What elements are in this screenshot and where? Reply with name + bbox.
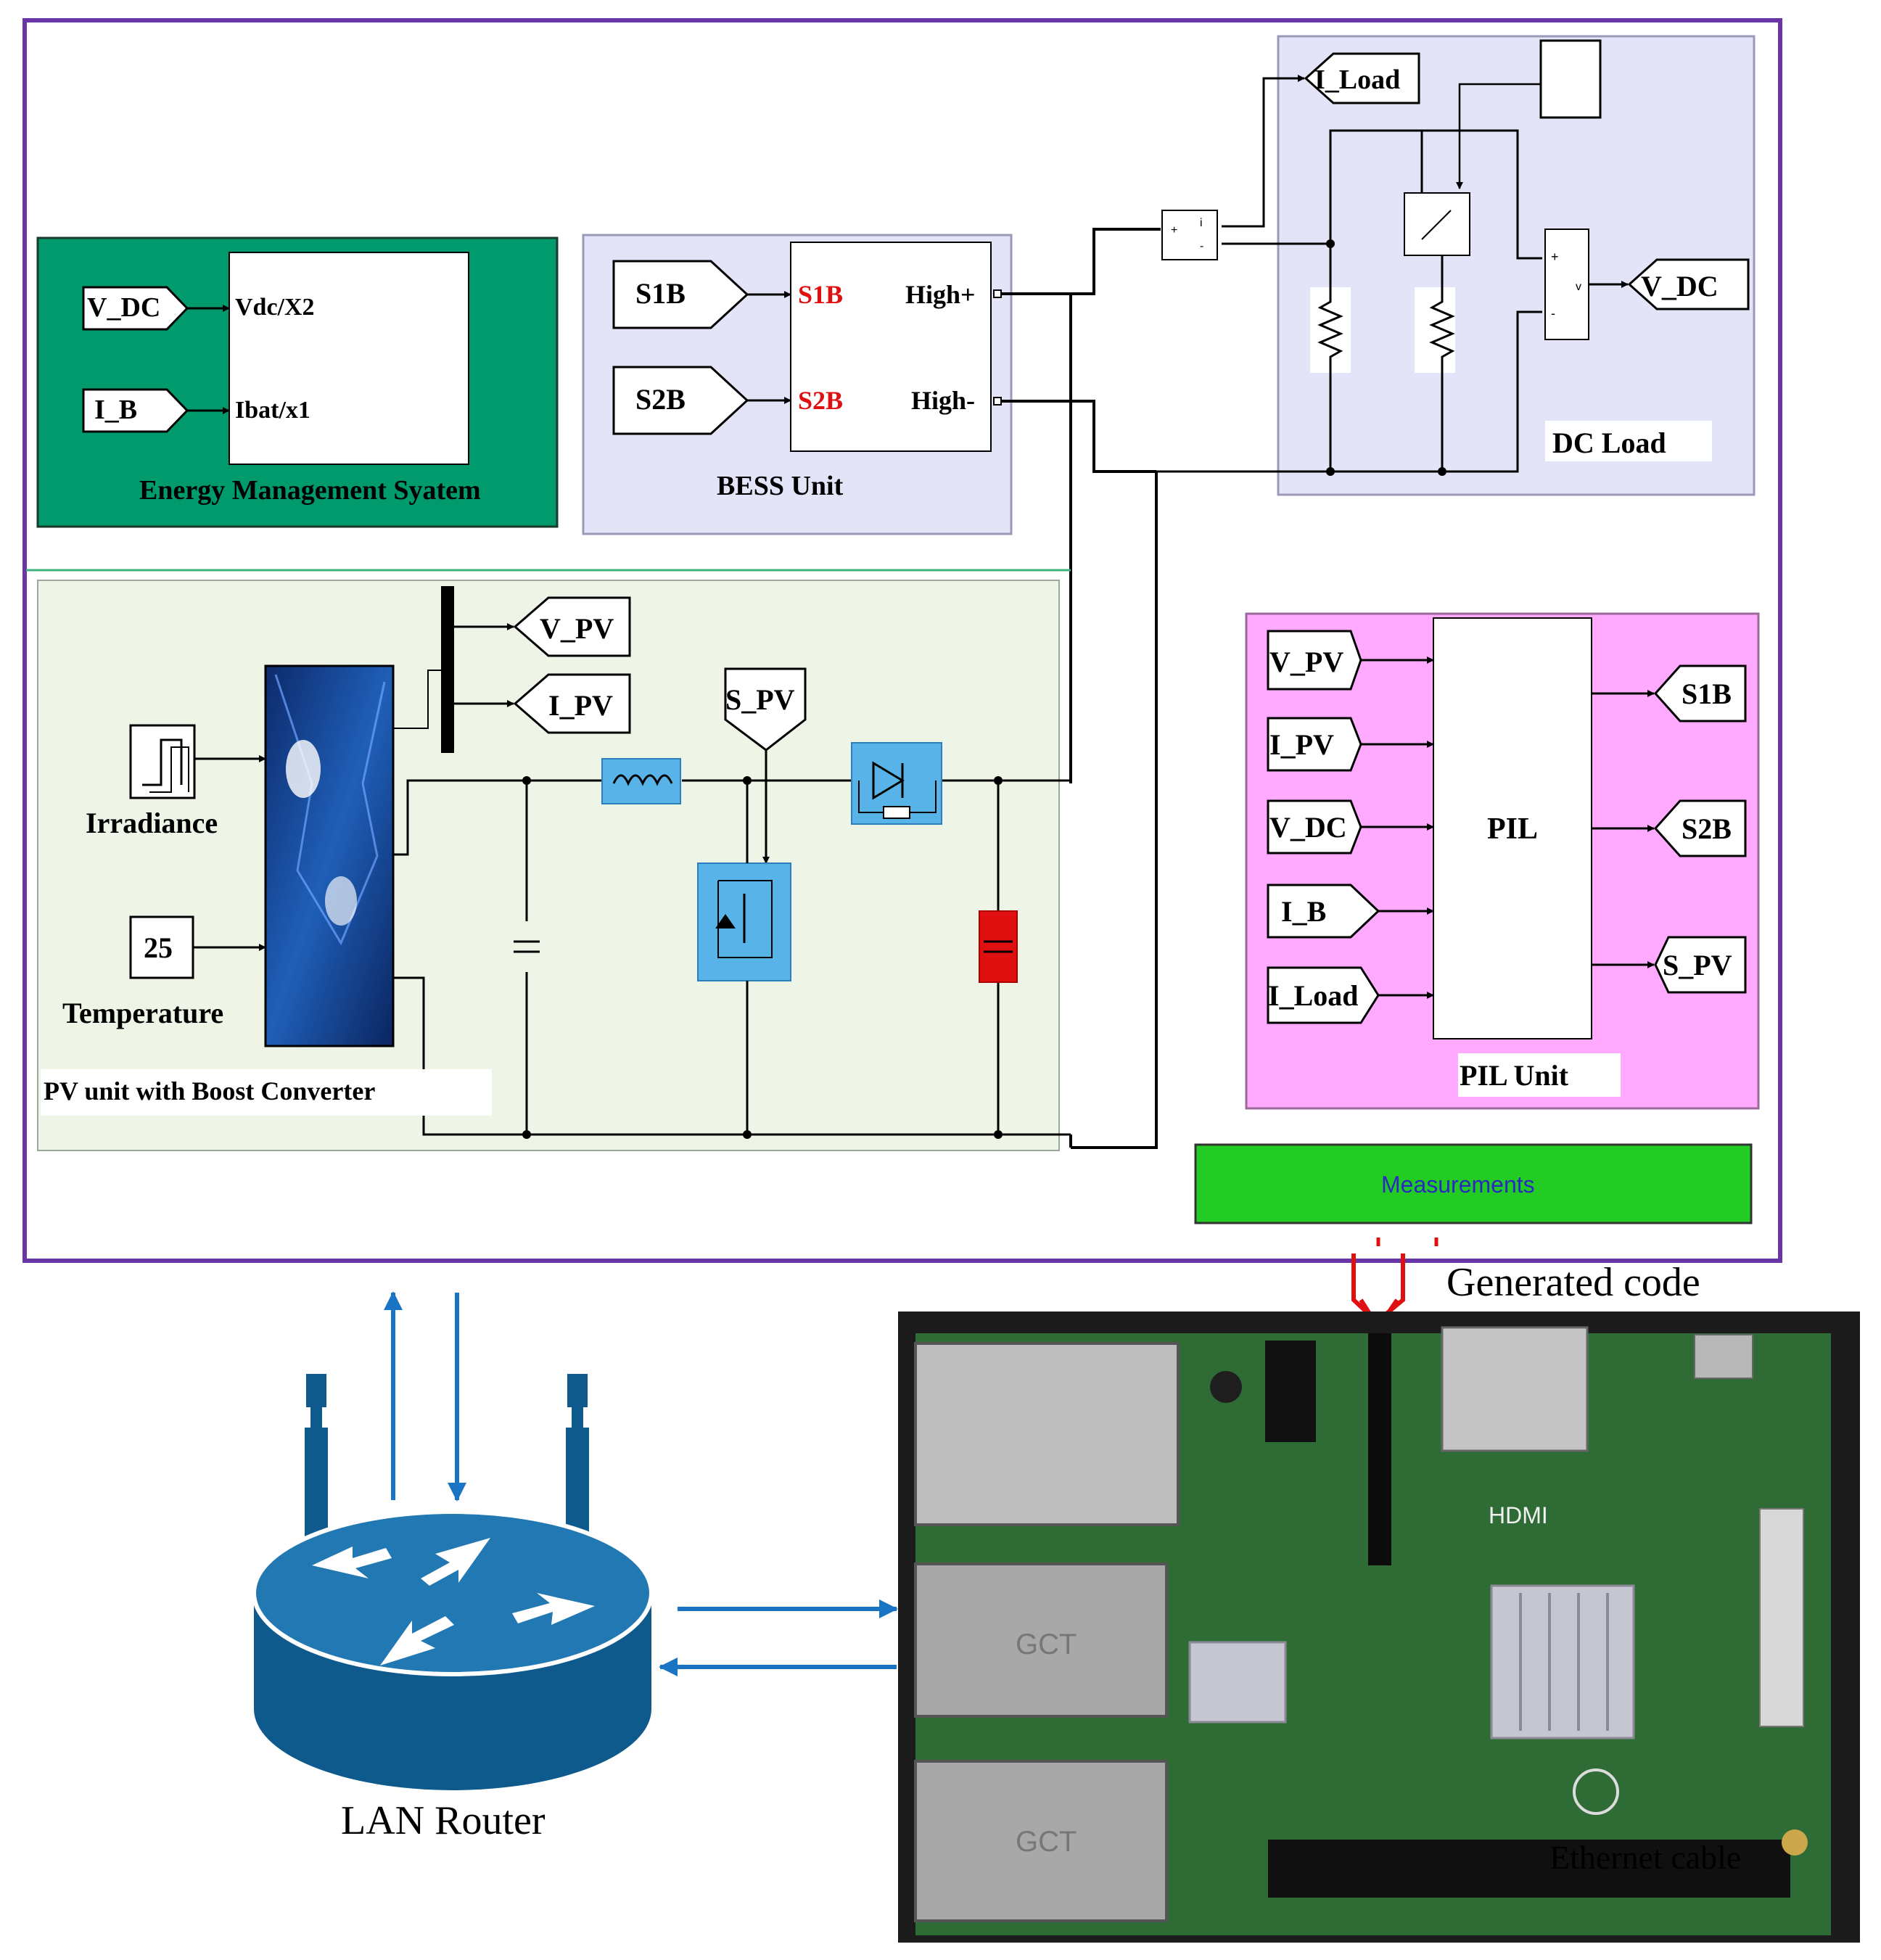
output-capacitor xyxy=(979,910,1018,983)
svg-text:-: - xyxy=(1551,306,1555,321)
pv-subsystem[interactable]: Irradiance 25 Temperature V_PV I_PV xyxy=(37,580,1072,1151)
dc-load-subsystem[interactable]: + i - I_Load + v - xyxy=(1153,35,1756,496)
subsystem-title: Energy Management Syatem xyxy=(139,475,481,506)
svg-text:GCT: GCT xyxy=(1016,1826,1077,1858)
pv-array xyxy=(264,664,395,1047)
input-capacitor xyxy=(512,921,541,972)
pil-subsystem[interactable]: PIL V_PV I_PV V_DC I_B I_Load xyxy=(1245,612,1760,1110)
svg-text:GCT: GCT xyxy=(1016,1628,1077,1660)
gpio-header xyxy=(1268,1840,1790,1898)
bess-block xyxy=(790,242,992,452)
goto-tag xyxy=(1627,258,1750,310)
from-tag xyxy=(612,260,749,329)
from-tag-label: S1B xyxy=(635,277,686,310)
from-tag xyxy=(82,388,189,433)
pil-block xyxy=(1433,617,1592,1039)
pil-output: S_PV xyxy=(1592,936,1747,994)
router-label: LAN Router xyxy=(341,1798,546,1843)
bus-selector xyxy=(441,586,454,753)
from-tag-label: I_B xyxy=(94,395,137,425)
pil-input: V_PV xyxy=(1267,630,1434,691)
port-label: S1B xyxy=(798,280,843,309)
goto-tag-label: V_DC xyxy=(1641,270,1719,302)
svg-text:+: + xyxy=(1551,250,1559,264)
pil-output: S2B xyxy=(1592,799,1747,857)
port-label: S2B xyxy=(798,386,843,415)
irradiance-source xyxy=(129,724,196,799)
bess-subsystem[interactable]: S1B S2B S1B S2B High+ High- BESS Unit xyxy=(582,234,1013,535)
from-tag-label: V_PV xyxy=(1269,646,1343,678)
from-tag-label: V_DC xyxy=(1269,811,1347,844)
port-label: High+ xyxy=(905,280,976,309)
svg-text:-: - xyxy=(1200,240,1203,252)
lan-router xyxy=(252,1374,654,1790)
goto-tag xyxy=(1304,52,1420,104)
pil-block-label: PIL xyxy=(1487,812,1538,846)
wire-high-plus xyxy=(1001,228,1161,295)
antenna-left xyxy=(306,1374,326,1407)
goto-tag-label: S2B xyxy=(1682,812,1732,845)
voltage-sensor xyxy=(1544,228,1589,340)
goto-tag-label: S_PV xyxy=(1663,949,1732,981)
ethernet-cable-label: Ethernet cable xyxy=(1549,1839,1741,1876)
svg-text:v: v xyxy=(1576,281,1581,293)
port-label: Vdc/X2 xyxy=(235,294,315,321)
pil-input: I_Load xyxy=(1267,966,1434,1024)
from-tag-label: S_PV xyxy=(725,683,795,716)
antenna-right xyxy=(567,1374,588,1407)
goto-tag-label: I_Load xyxy=(1314,65,1400,95)
subsystem-title: PIL Unit xyxy=(1460,1059,1569,1092)
from-tag-label: I_PV xyxy=(1269,728,1334,761)
from-tag xyxy=(612,366,749,435)
from-tag xyxy=(724,667,807,752)
subsystem-title: BESS Unit xyxy=(717,471,844,501)
pil-input: V_DC xyxy=(1267,799,1434,855)
ems-block xyxy=(229,252,469,465)
irradiance-label: Irradiance xyxy=(86,807,218,839)
usb-port xyxy=(914,1562,1168,1718)
resistor-1 xyxy=(1317,290,1343,367)
usb-port xyxy=(914,1760,1168,1922)
goto-tag xyxy=(513,673,631,734)
svg-text:HDMI: HDMI xyxy=(1489,1502,1548,1528)
goto-tag-label: V_PV xyxy=(540,612,614,645)
wire-high-minus xyxy=(1001,400,1156,473)
goto-tag-label: S1B xyxy=(1682,678,1732,710)
temperature-value: 25 xyxy=(144,931,173,964)
from-tag-label: S2B xyxy=(635,383,686,416)
subsystem-title: DC Load xyxy=(1552,427,1666,459)
pil-input: I_B xyxy=(1267,884,1434,939)
load-control-block xyxy=(1539,39,1602,119)
temperature-label: Temperature xyxy=(62,997,223,1029)
resistor-2 xyxy=(1429,290,1455,367)
pil-output: S1B xyxy=(1592,664,1747,722)
from-tag-label: I_Load xyxy=(1268,979,1359,1012)
hdmi-port xyxy=(1441,1326,1589,1452)
raspberry-pi-board: GCT GCT HDMI xyxy=(898,1312,1860,1943)
svg-text:i: i xyxy=(1200,217,1203,229)
generated-code-label: Generated code xyxy=(1446,1260,1700,1305)
from-tag-label: I_B xyxy=(1281,895,1326,928)
from-tag xyxy=(82,286,189,331)
subsystem-title: PV unit with Boost Converter xyxy=(44,1076,375,1105)
port-label: Ibat/x1 xyxy=(235,397,310,424)
port-label: High- xyxy=(911,386,975,415)
measurements-label: Measurements xyxy=(1381,1172,1535,1198)
goto-tag xyxy=(513,596,631,657)
ems-subsystem[interactable]: V_DC Vdc/X2 I_B Ibat/x1 Energy Managemen… xyxy=(36,236,559,528)
wire-pv-minus xyxy=(1071,472,1158,1149)
measurements-block[interactable]: Measurements xyxy=(1194,1143,1753,1224)
current-sensor xyxy=(1161,210,1218,260)
goto-tag-label: I_PV xyxy=(548,689,613,722)
svg-text:+: + xyxy=(1171,224,1177,236)
ethernet-port xyxy=(914,1342,1180,1526)
from-tag-label: V_DC xyxy=(87,292,160,323)
pil-input: I_PV xyxy=(1267,717,1434,772)
cpu-heatsink xyxy=(1490,1584,1635,1739)
